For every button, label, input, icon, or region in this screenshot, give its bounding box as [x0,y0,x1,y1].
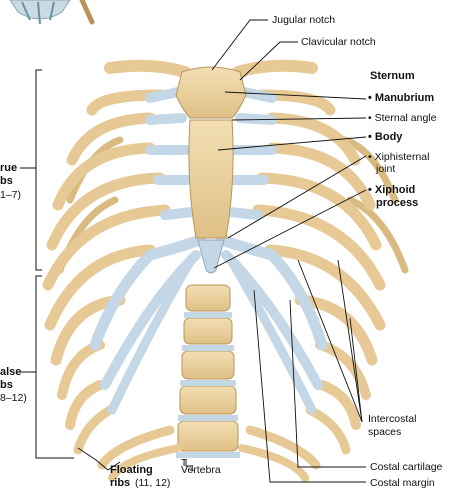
xiphoid-process-label-1: • Xiphoid [368,184,416,196]
vertebra-letter-label: T [181,458,188,469]
costal-cartilage-label: Costal cartilage [370,461,443,473]
false-ribs-label-3: 8–12) [0,392,27,404]
intercostal-spaces-label-1: Intercostal [368,413,417,425]
body-label: • Body [368,131,403,143]
intercostal-spaces-label-2: spaces [368,426,402,438]
sternum-heading: Sternum [370,70,415,82]
vertebra-number-label: 1 [190,464,195,473]
xiphoid-process [197,239,225,274]
false-ribs-label-1: alse [0,366,22,378]
leader-lines [77,19,367,483]
costal-cartilages [89,87,328,415]
ribs-left [42,89,182,482]
clavicles [104,59,318,78]
costal-margin-label: Costal margin [370,477,435,489]
floating-ribs-label-3: (11, 12) [135,477,171,489]
left-brackets [20,69,74,459]
floating-ribs-label-2: ribs [110,477,131,489]
jugular-notch-label: Jugular notch [272,14,336,26]
xiphisternal-joint-label-2: joint [376,163,396,175]
true-ribs-label-3: 1–7) [0,189,22,201]
manubrium-label: • Manubrium [368,92,435,104]
vertebral-column [176,284,240,458]
vertebra-label: Vertebra [181,464,221,476]
xiphisternal-joint-label-1: • Xiphisternal [368,151,430,163]
floating-ribs-label-1: Floating [110,464,153,476]
top-fragment [9,0,95,25]
sternal-angle-label: • Sternal angle [368,112,437,124]
true-ribs-label-2: bs [0,175,13,187]
true-ribs-label-1: rue [0,162,18,174]
sternum-body [188,119,234,239]
false-ribs-label-2: bs [0,379,13,391]
clavicular-notch-label: Clavicular notch [301,36,376,48]
xiphoid-process-label-2: process [376,197,419,209]
